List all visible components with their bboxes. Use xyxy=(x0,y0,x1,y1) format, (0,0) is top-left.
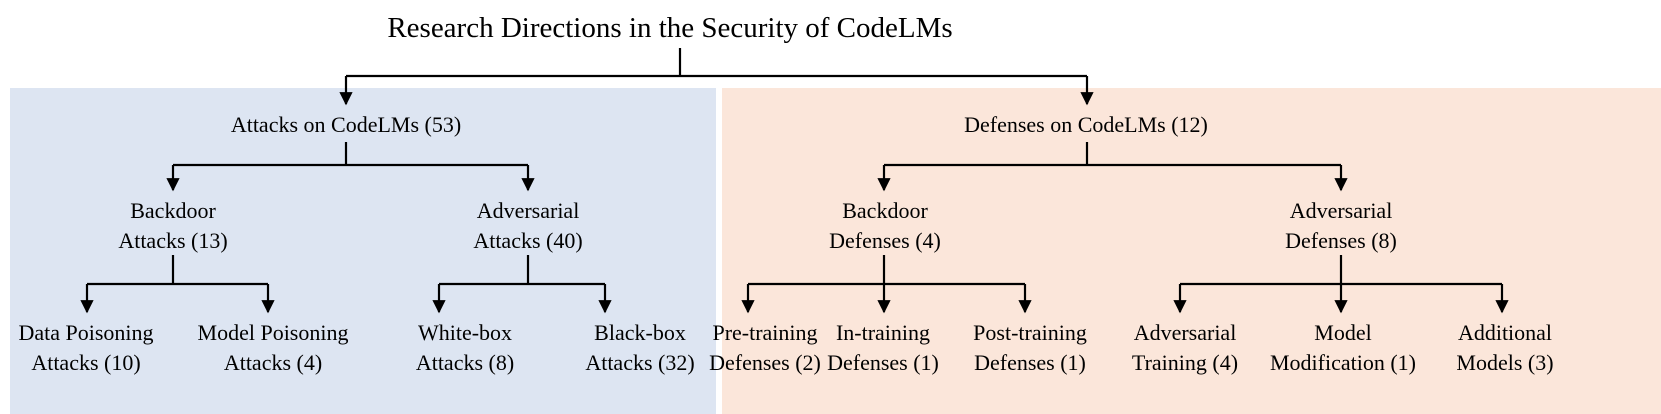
model-poisoning-attacks-node: Model Poisoning Attacks (4) xyxy=(188,318,358,378)
node-line: Backdoor xyxy=(130,198,216,223)
diagram-title: Research Directions in the Security of C… xyxy=(387,12,953,44)
node-line: Backdoor xyxy=(842,198,928,223)
node-line: Pre-training xyxy=(712,320,818,345)
node-line: Defenses (4) xyxy=(829,228,941,253)
node-line: Additional xyxy=(1457,320,1553,345)
additional-models-defenses-node: Additional Models (3) xyxy=(1430,318,1580,378)
node-line: Modification (1) xyxy=(1269,350,1417,375)
node-line: Black-box xyxy=(594,320,686,345)
node-line: Model Poisoning xyxy=(197,320,349,345)
node-line: Attacks (8) xyxy=(415,350,515,375)
node-line: Model xyxy=(1314,320,1372,345)
node-line: In-training xyxy=(835,320,931,345)
defenses-node: Defenses on CodeLMs (12) xyxy=(964,112,1208,137)
adversarial-training-defenses-node: Adversarial Training (4) xyxy=(1100,318,1270,378)
node-line: Defenses (1) xyxy=(827,350,939,375)
white-box-attacks-node: White-box Attacks (8) xyxy=(390,318,540,378)
node-line: Post-training xyxy=(973,320,1087,345)
black-box-attacks-node: Black-box Attacks (32) xyxy=(565,318,715,378)
node-line: Attacks (10) xyxy=(31,350,141,375)
attacks-panel xyxy=(10,88,716,414)
data-poisoning-attacks-node: Data Poisoning Attacks (10) xyxy=(11,318,161,378)
node-line: Attacks (32) xyxy=(585,350,695,375)
adversarial-defenses-node: Adversarial Defenses (8) xyxy=(1256,196,1426,256)
node-line: Attacks (40) xyxy=(473,228,583,253)
node-line: Defenses (1) xyxy=(974,350,1086,375)
node-line: Defenses (2) xyxy=(709,350,821,375)
backdoor-attacks-node: Backdoor Attacks (13) xyxy=(88,196,258,256)
node-line: Adversarial xyxy=(1289,198,1393,223)
adversarial-attacks-node: Adversarial Attacks (40) xyxy=(443,196,613,256)
node-line: Attacks (13) xyxy=(118,228,228,253)
post-training-defenses-node: Post-training Defenses (1) xyxy=(945,318,1115,378)
node-line: Attacks (4) xyxy=(223,350,323,375)
backdoor-defenses-node: Backdoor Defenses (4) xyxy=(800,196,970,256)
node-line: White-box xyxy=(417,320,513,345)
node-line: Models (3) xyxy=(1456,350,1554,375)
node-line: Training (4) xyxy=(1131,350,1239,375)
node-line: Data Poisoning xyxy=(18,320,154,345)
node-line: Adversarial xyxy=(1133,320,1237,345)
model-modification-defenses-node: Model Modification (1) xyxy=(1258,318,1428,378)
pre-training-defenses-node: Pre-training Defenses (2) xyxy=(685,318,845,378)
attacks-node: Attacks on CodeLMs (53) xyxy=(230,112,462,137)
in-training-defenses-node: In-training Defenses (1) xyxy=(808,318,958,378)
node-line: Defenses (8) xyxy=(1285,228,1397,253)
node-line: Adversarial xyxy=(476,198,580,223)
defenses-panel xyxy=(722,88,1661,414)
